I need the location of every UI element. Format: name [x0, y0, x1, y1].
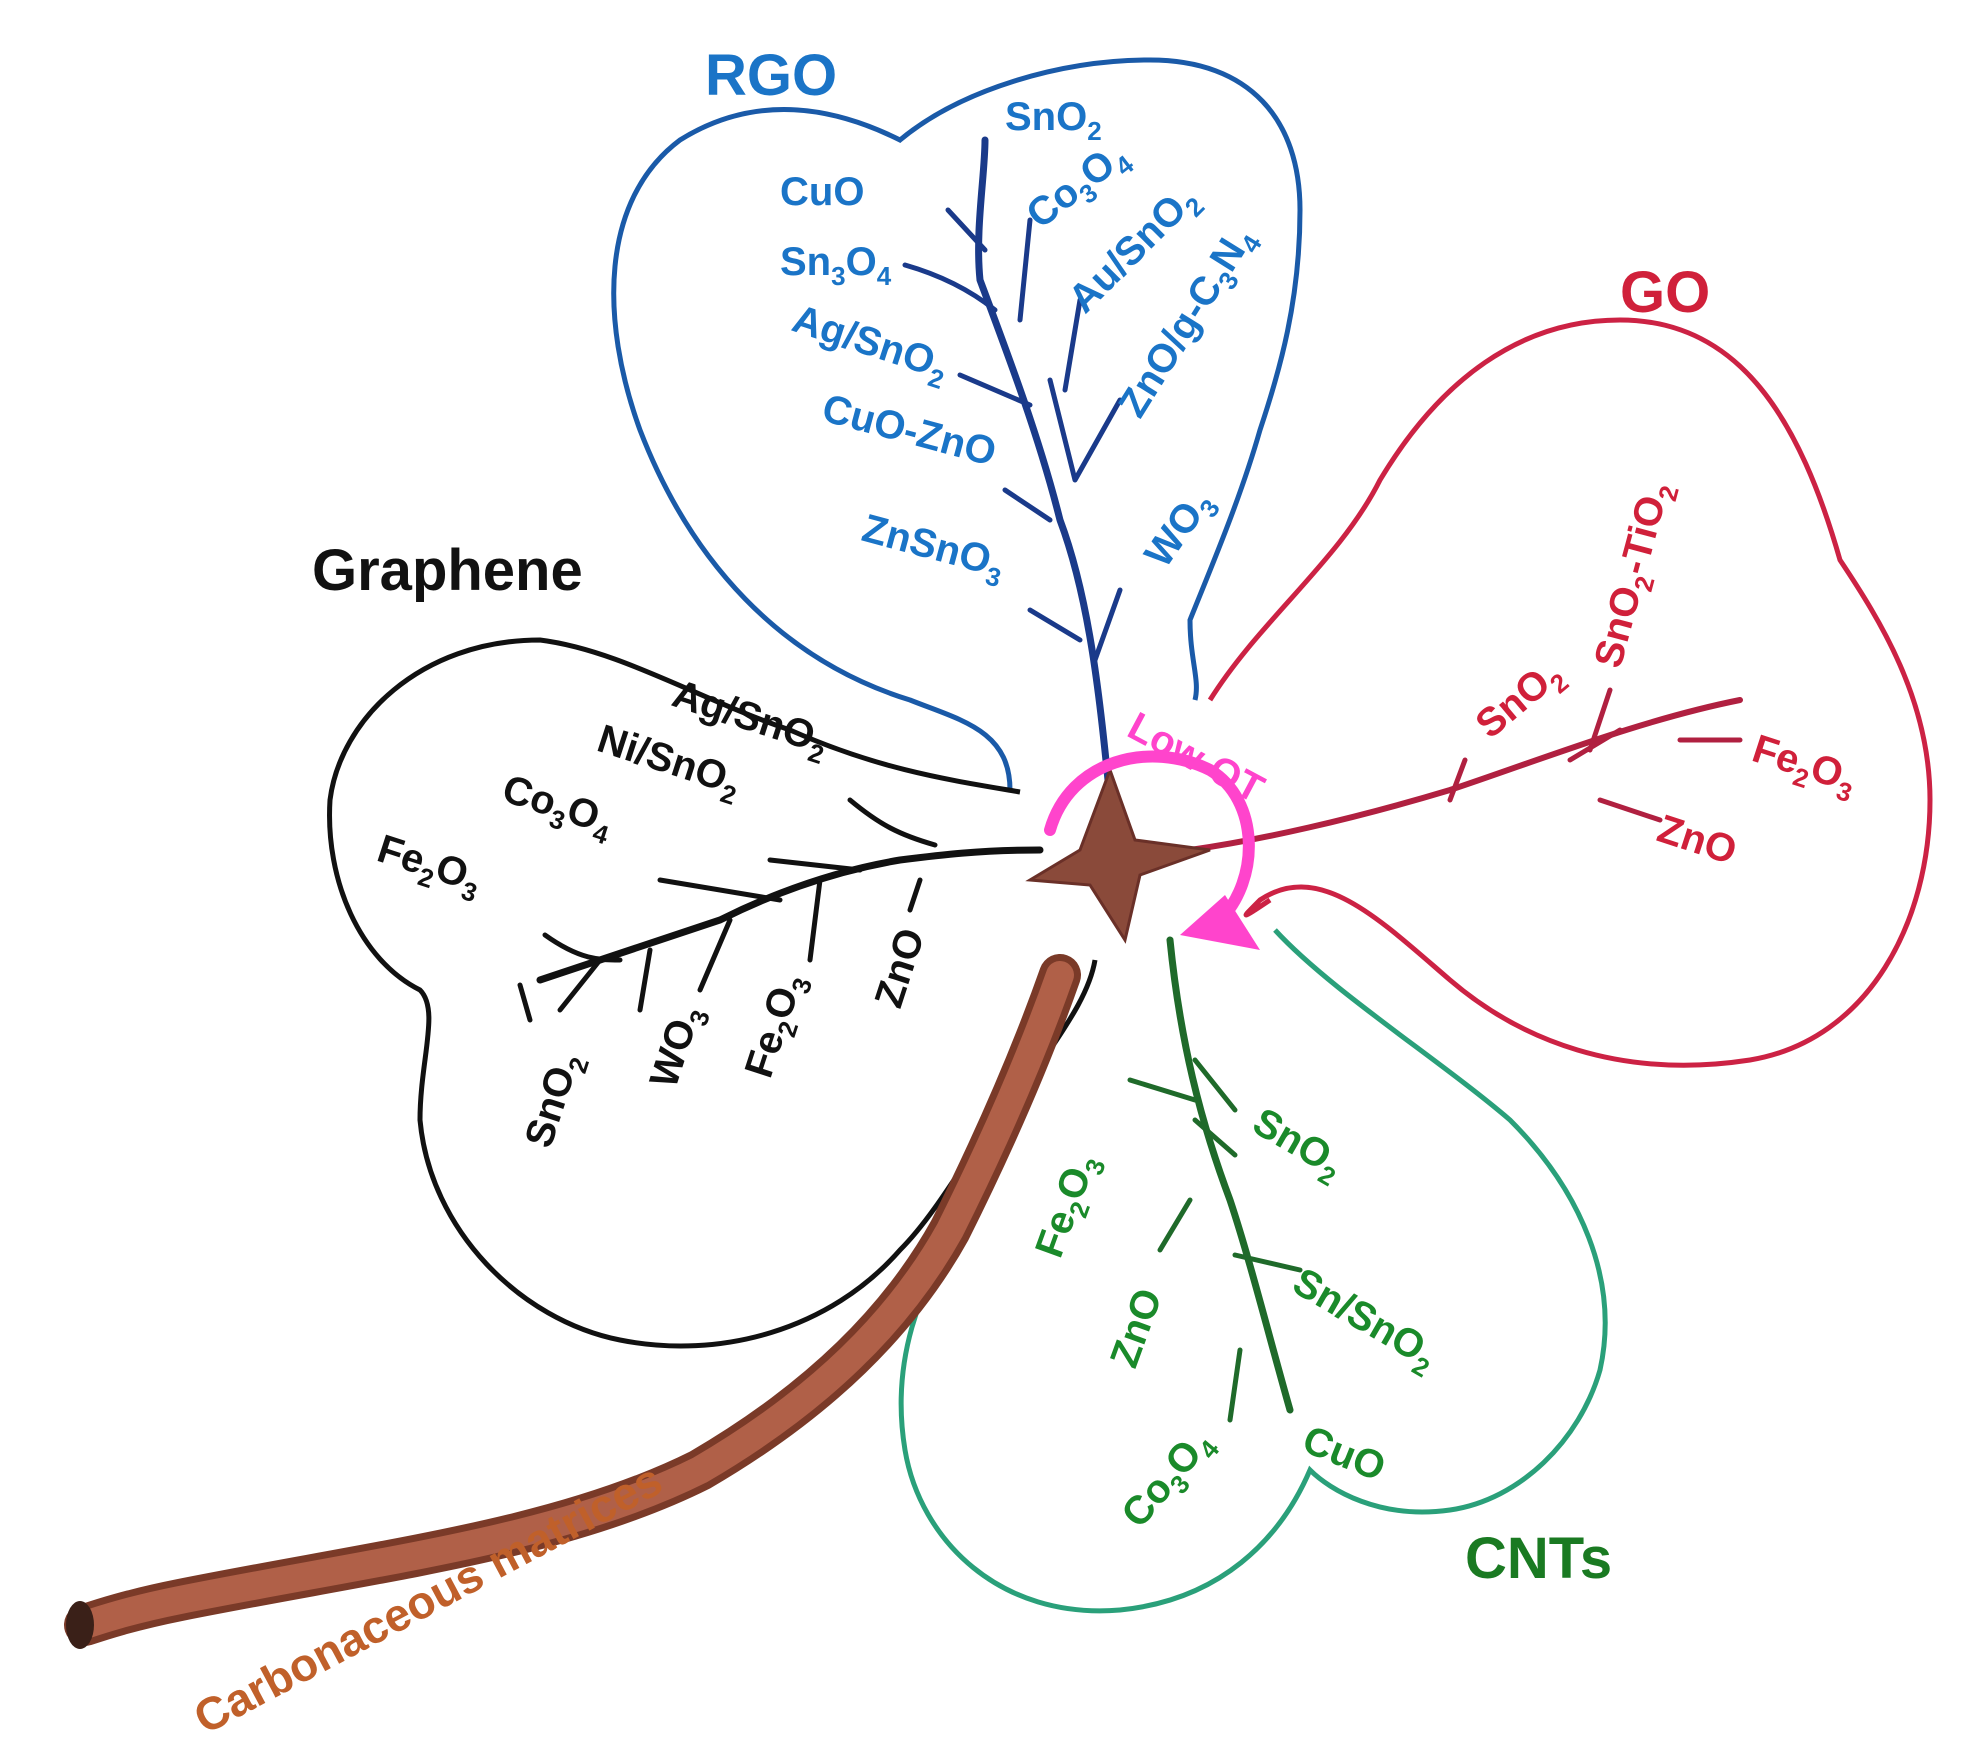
cnts-label-fe2o3: Fe2O3 [1027, 1148, 1111, 1266]
stem-highlight [71, 961, 1074, 1639]
go-label-sno2-tio2: SnO2-TiO2 [1586, 477, 1685, 674]
go-twigs [1447, 687, 1743, 823]
graphene-branch [536, 846, 1044, 984]
rgo-twigs [902, 207, 1123, 663]
graphene-label-fe2o3-bottom: Fe2O3 [737, 968, 818, 1085]
graphene-title: Graphene [312, 538, 583, 603]
graphene-label-co3o4: Co3O4 [495, 767, 619, 851]
graphene-label-fe2o3-top: Fe2O3 [370, 827, 487, 908]
go-leaf-outline [1207, 317, 1933, 1068]
rgo-label-sno2: SnO2 [1005, 95, 1102, 146]
cnts-label-sno2: SnO2 [1242, 1100, 1351, 1193]
cnts-branch [1166, 936, 1294, 1414]
go-label-zno: ZnO [1652, 807, 1742, 874]
graphene-labels: Ag/SnO2 Ni/SnO2 Co3O4 Fe2O3 ZnO Fe2O3 WO… [370, 672, 934, 1155]
cnts-label-cuo: CuO [1297, 1418, 1392, 1490]
cnts-label-sn-sno2: Sn/SnO2 [1282, 1260, 1445, 1384]
rgo-branch [975, 136, 1114, 804]
cnts-leaf: CNTs Fe2O3 SnO2 ZnO Sn/SnO2 Co3O4 CuO [898, 928, 1612, 1614]
rgo-label-sn3o4: Sn3O4 [780, 240, 892, 291]
low-ot-arrow [1044, 750, 1255, 926]
graphene-label-zno: ZnO [867, 923, 934, 1013]
rgo-label-cuo-zno: CuO-ZnO [818, 386, 1001, 475]
center-star [1025, 765, 1211, 944]
rgo-title: RGO [705, 43, 837, 108]
go-leaf: GO SnO2-TiO2 SnO2 Fe2O3 ZnO [1187, 260, 1933, 1068]
rgo-label-cuo: CuO [780, 170, 864, 214]
rgo-leaf-outline [611, 57, 1303, 791]
cnts-twigs [1127, 1057, 1303, 1423]
rgo-label-ag-sno2: Ag/SnO2 [785, 297, 954, 395]
graphene-twigs [517, 797, 938, 1023]
stem-end [66, 1601, 94, 1649]
cnts-label-zno: ZnO [1102, 1283, 1171, 1373]
go-title: GO [1620, 260, 1710, 325]
go-branch [1187, 697, 1743, 853]
go-label-sno2: SnO2 [1468, 651, 1575, 752]
rgo-label-znsno3: ZnSnO3 [856, 506, 1010, 593]
cnts-labels: Fe2O3 SnO2 ZnO Sn/SnO2 Co3O4 CuO [1027, 1100, 1445, 1540]
cnts-label-co3o4: Co3O4 [1113, 1420, 1225, 1540]
graphene-leaf: Graphene Ag/SnO2 Ni/SnO2 Co3O4 Fe2O3 ZnO… [312, 538, 1098, 1349]
rgo-label-co3o4: Co3O4 [1018, 132, 1139, 242]
cnts-title: CNTs [1465, 1526, 1612, 1591]
go-labels: SnO2-TiO2 SnO2 Fe2O3 ZnO [1468, 477, 1862, 874]
graphene-label-wo3: WO3 [642, 1000, 716, 1095]
rgo-labels: SnO2 CuO Co3O4 Sn3O4 Au/SnO2 Ag/SnO2 ZnO… [780, 95, 1268, 593]
graphene-leaf-outline [327, 637, 1098, 1349]
low-ot-arrowhead [1180, 895, 1260, 950]
go-label-fe2o3: Fe2O3 [1745, 727, 1862, 808]
graphene-label-sno2: SnO2 [517, 1047, 595, 1155]
center-node: Low OT [1025, 704, 1271, 950]
